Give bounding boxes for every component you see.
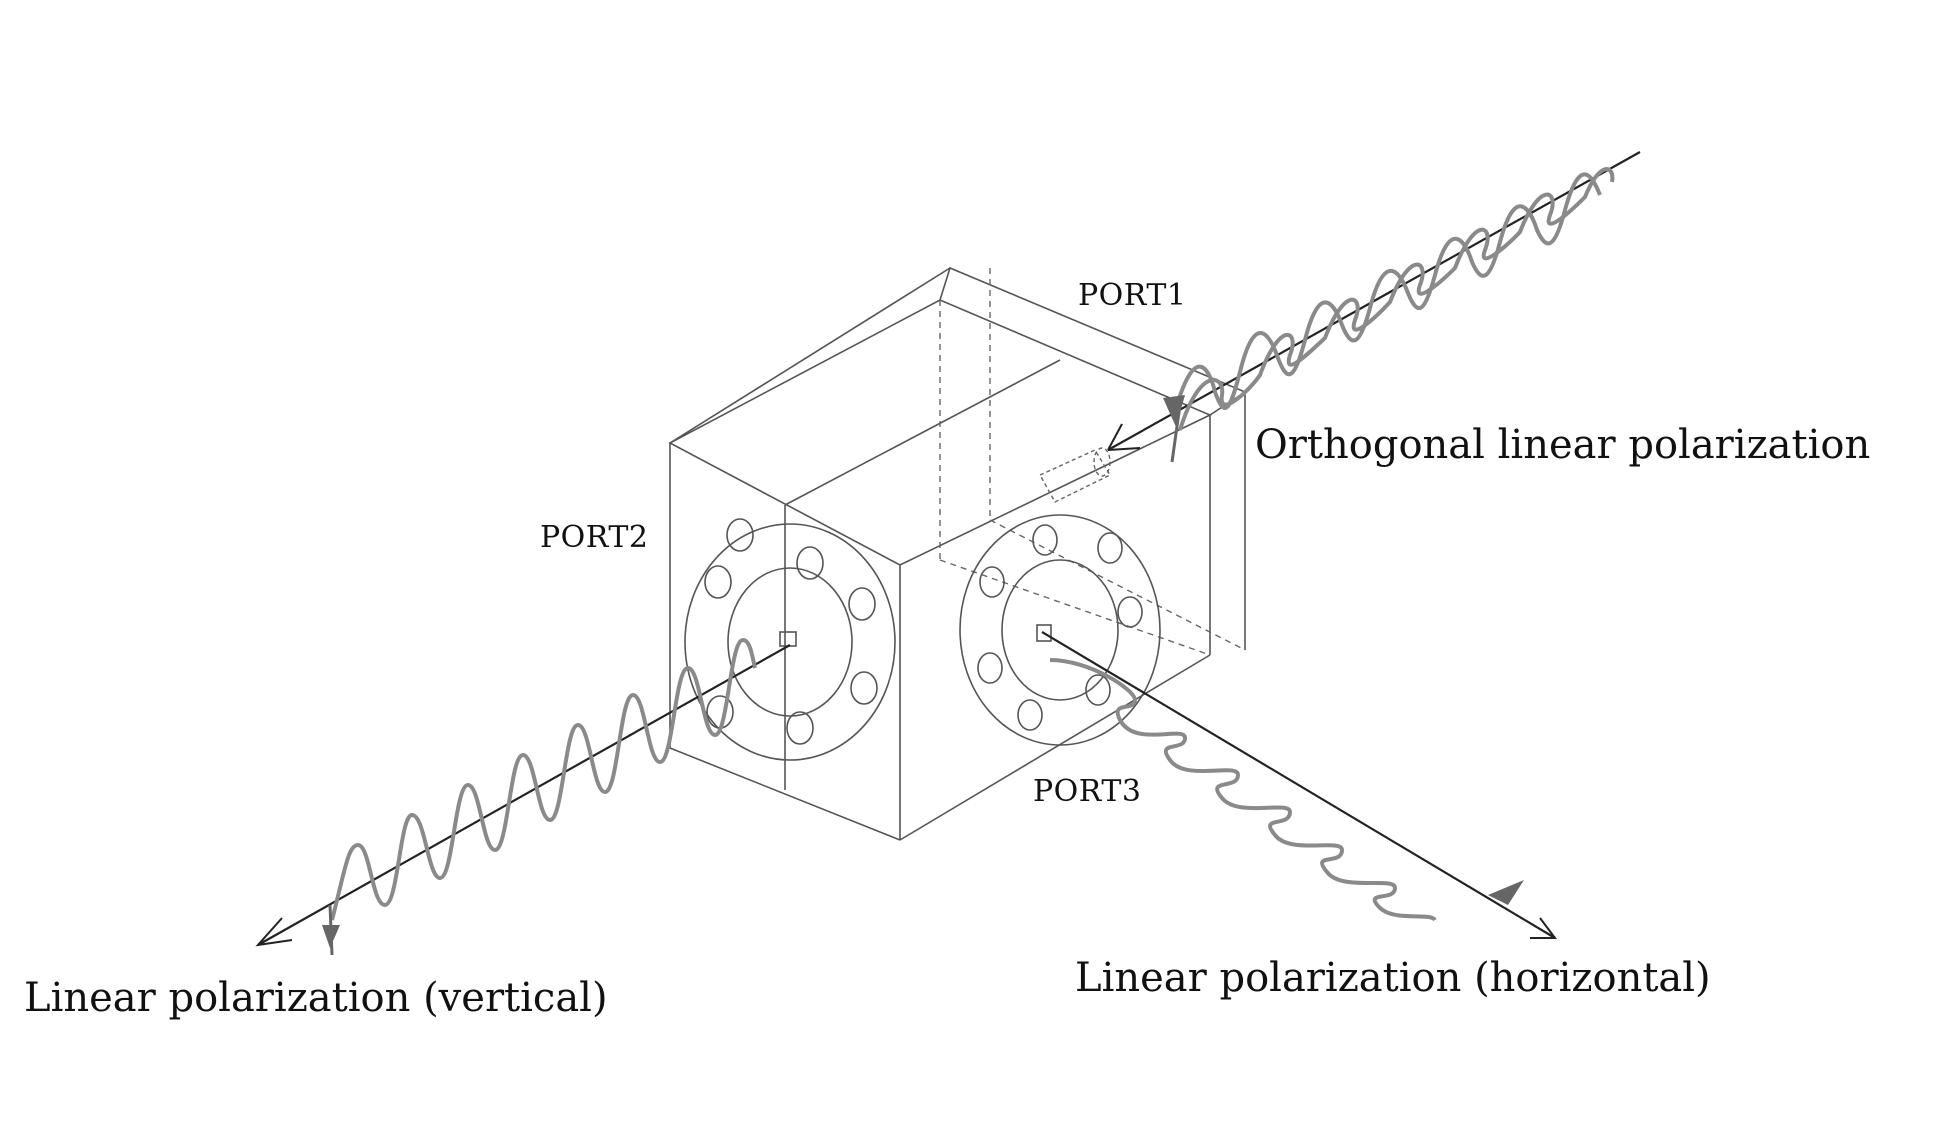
vertical-arrowhead <box>322 925 340 948</box>
port3-label: PORT3 <box>1033 774 1142 809</box>
horizontal-wave <box>1049 658 1437 922</box>
input-beam <box>1107 151 1641 463</box>
port1-connector <box>1039 447 1111 503</box>
input-wave-b <box>1178 167 1615 431</box>
horizontal-arrowhead <box>1488 880 1524 905</box>
horizontal-beam-label: Linear polarization (horizontal) <box>1075 955 1711 1001</box>
hidden-edges <box>939 268 1246 656</box>
vertical-beam-label: Linear polarization (vertical) <box>24 975 608 1021</box>
port1-label: PORT1 <box>1078 278 1187 313</box>
port2-label: PORT2 <box>540 520 649 555</box>
vertical-wave <box>330 637 757 921</box>
port3-flange <box>959 514 1161 746</box>
port2-flange <box>684 518 896 761</box>
output-horizontal-beam <box>1041 631 1557 939</box>
output-vertical-beam <box>255 637 791 956</box>
input-beam-label: Orthogonal linear polarization <box>1255 422 1871 468</box>
input-arrowhead <box>1163 395 1185 427</box>
input-wave-a <box>1173 172 1602 413</box>
splitter-cube <box>668 266 1247 841</box>
